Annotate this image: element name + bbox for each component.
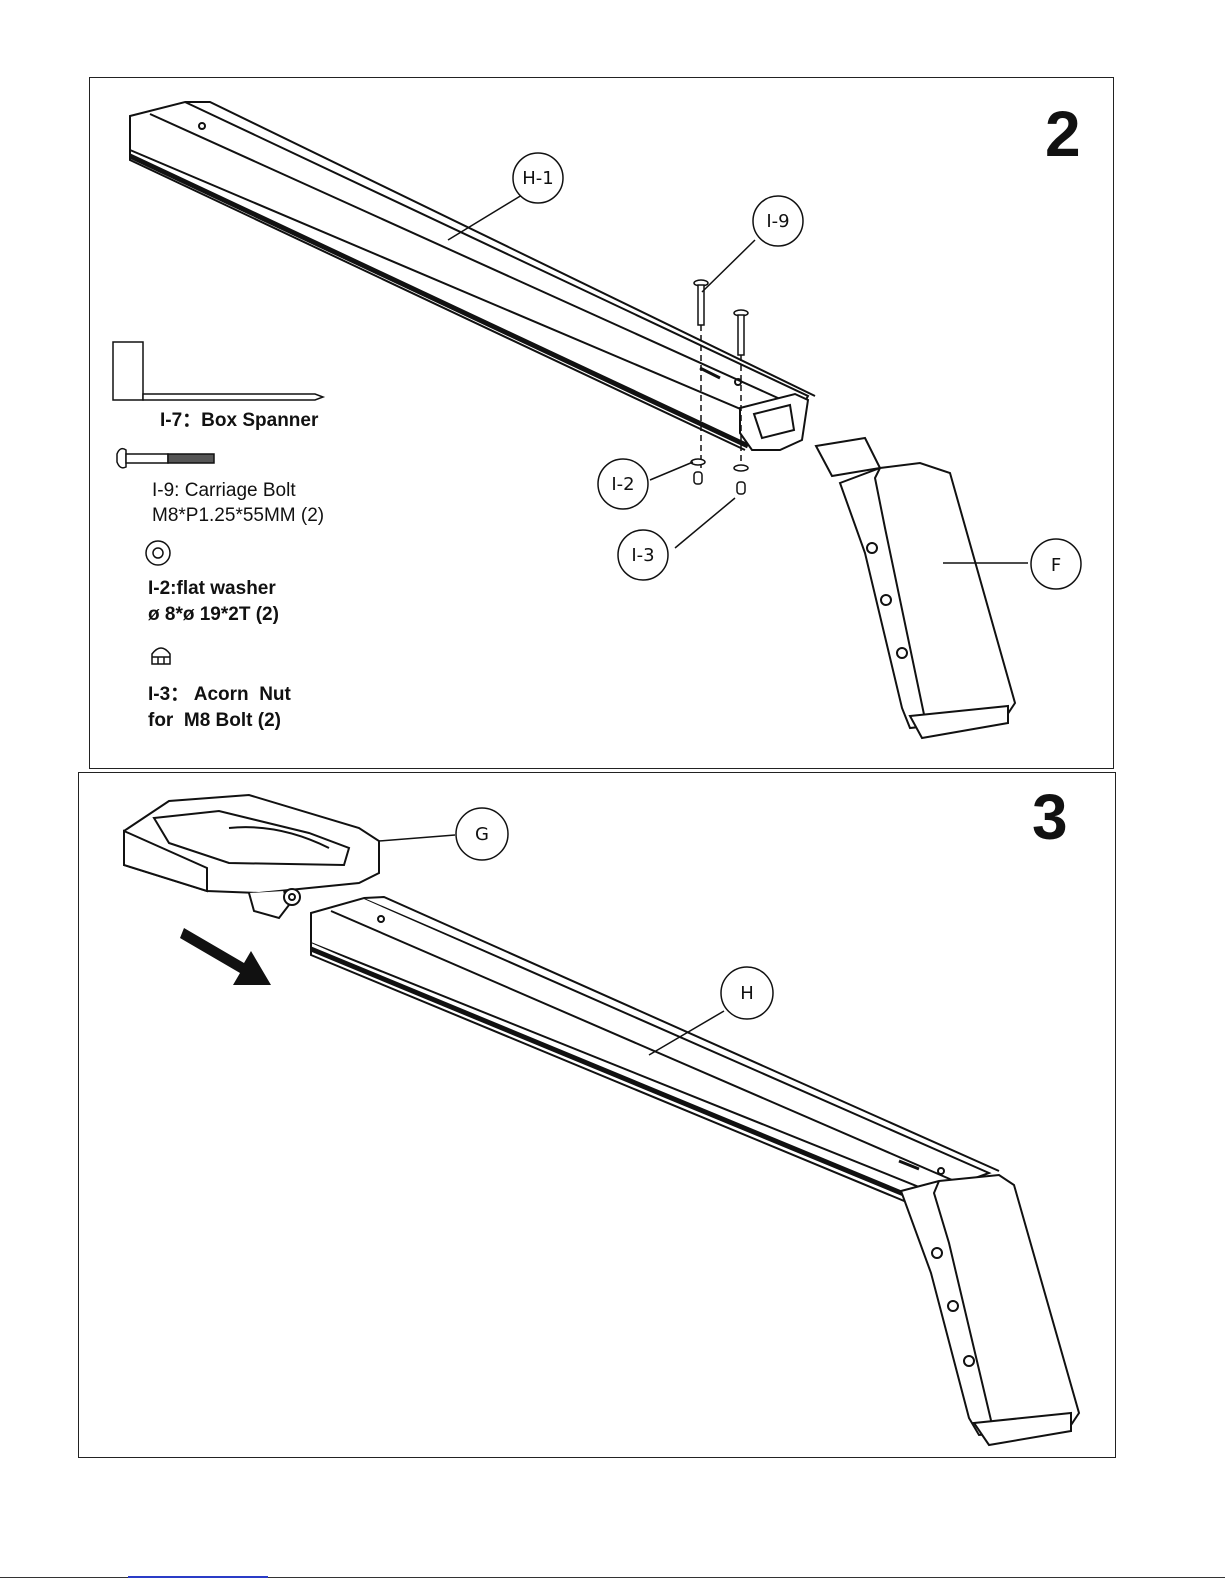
svg-text:H: H <box>740 983 754 1004</box>
legend-carriage-bolt-spec: M8*P1.25*55MM (2) <box>152 503 324 529</box>
callout-i2: I-2 <box>598 459 648 509</box>
acorn-nut-icon <box>152 648 170 664</box>
page-bottom-link-underline[interactable] <box>128 1576 268 1578</box>
legend-nut-name: I-3： Acorn Nut <box>148 682 291 708</box>
legend-washer-spec: ø 8*ø 19*2T (2) <box>148 602 279 628</box>
svg-text:I-9: I-9 <box>766 211 789 232</box>
callout-i3: I-3 <box>618 530 668 580</box>
callout-h1: H-1 <box>513 153 563 203</box>
svg-text:F: F <box>1051 555 1061 576</box>
rail-h <box>311 897 999 1203</box>
callout-g: G <box>456 808 508 860</box>
svg-text:I-2: I-2 <box>611 474 634 495</box>
seat-g <box>124 795 379 918</box>
svg-text:I-3: I-3 <box>631 545 654 566</box>
leg-rear <box>901 1175 1079 1445</box>
direction-arrow-icon <box>180 928 271 985</box>
flat-washer-icon <box>146 541 170 565</box>
legend-box-spanner: I-7：Box Spanner <box>160 408 318 434</box>
svg-text:H-1: H-1 <box>522 168 553 189</box>
callout-h: H <box>721 967 773 1019</box>
callout-f: F <box>1031 539 1081 589</box>
legend-washer-name: I-2:flat washer <box>148 576 276 602</box>
legend-nut-spec: for M8 Bolt (2) <box>148 708 281 734</box>
callout-i9: I-9 <box>753 196 803 246</box>
step-3-panel: 3 <box>78 772 1116 1458</box>
box-spanner-icon <box>113 342 323 400</box>
carriage-bolt-icon <box>117 449 214 468</box>
legend-carriage-bolt-name: I-9: Carriage Bolt <box>152 478 296 504</box>
leg-f <box>816 438 1015 738</box>
step-3-drawing: G H <box>79 773 1117 1459</box>
step-2-panel: 2 <box>89 77 1114 769</box>
svg-text:G: G <box>475 824 489 845</box>
